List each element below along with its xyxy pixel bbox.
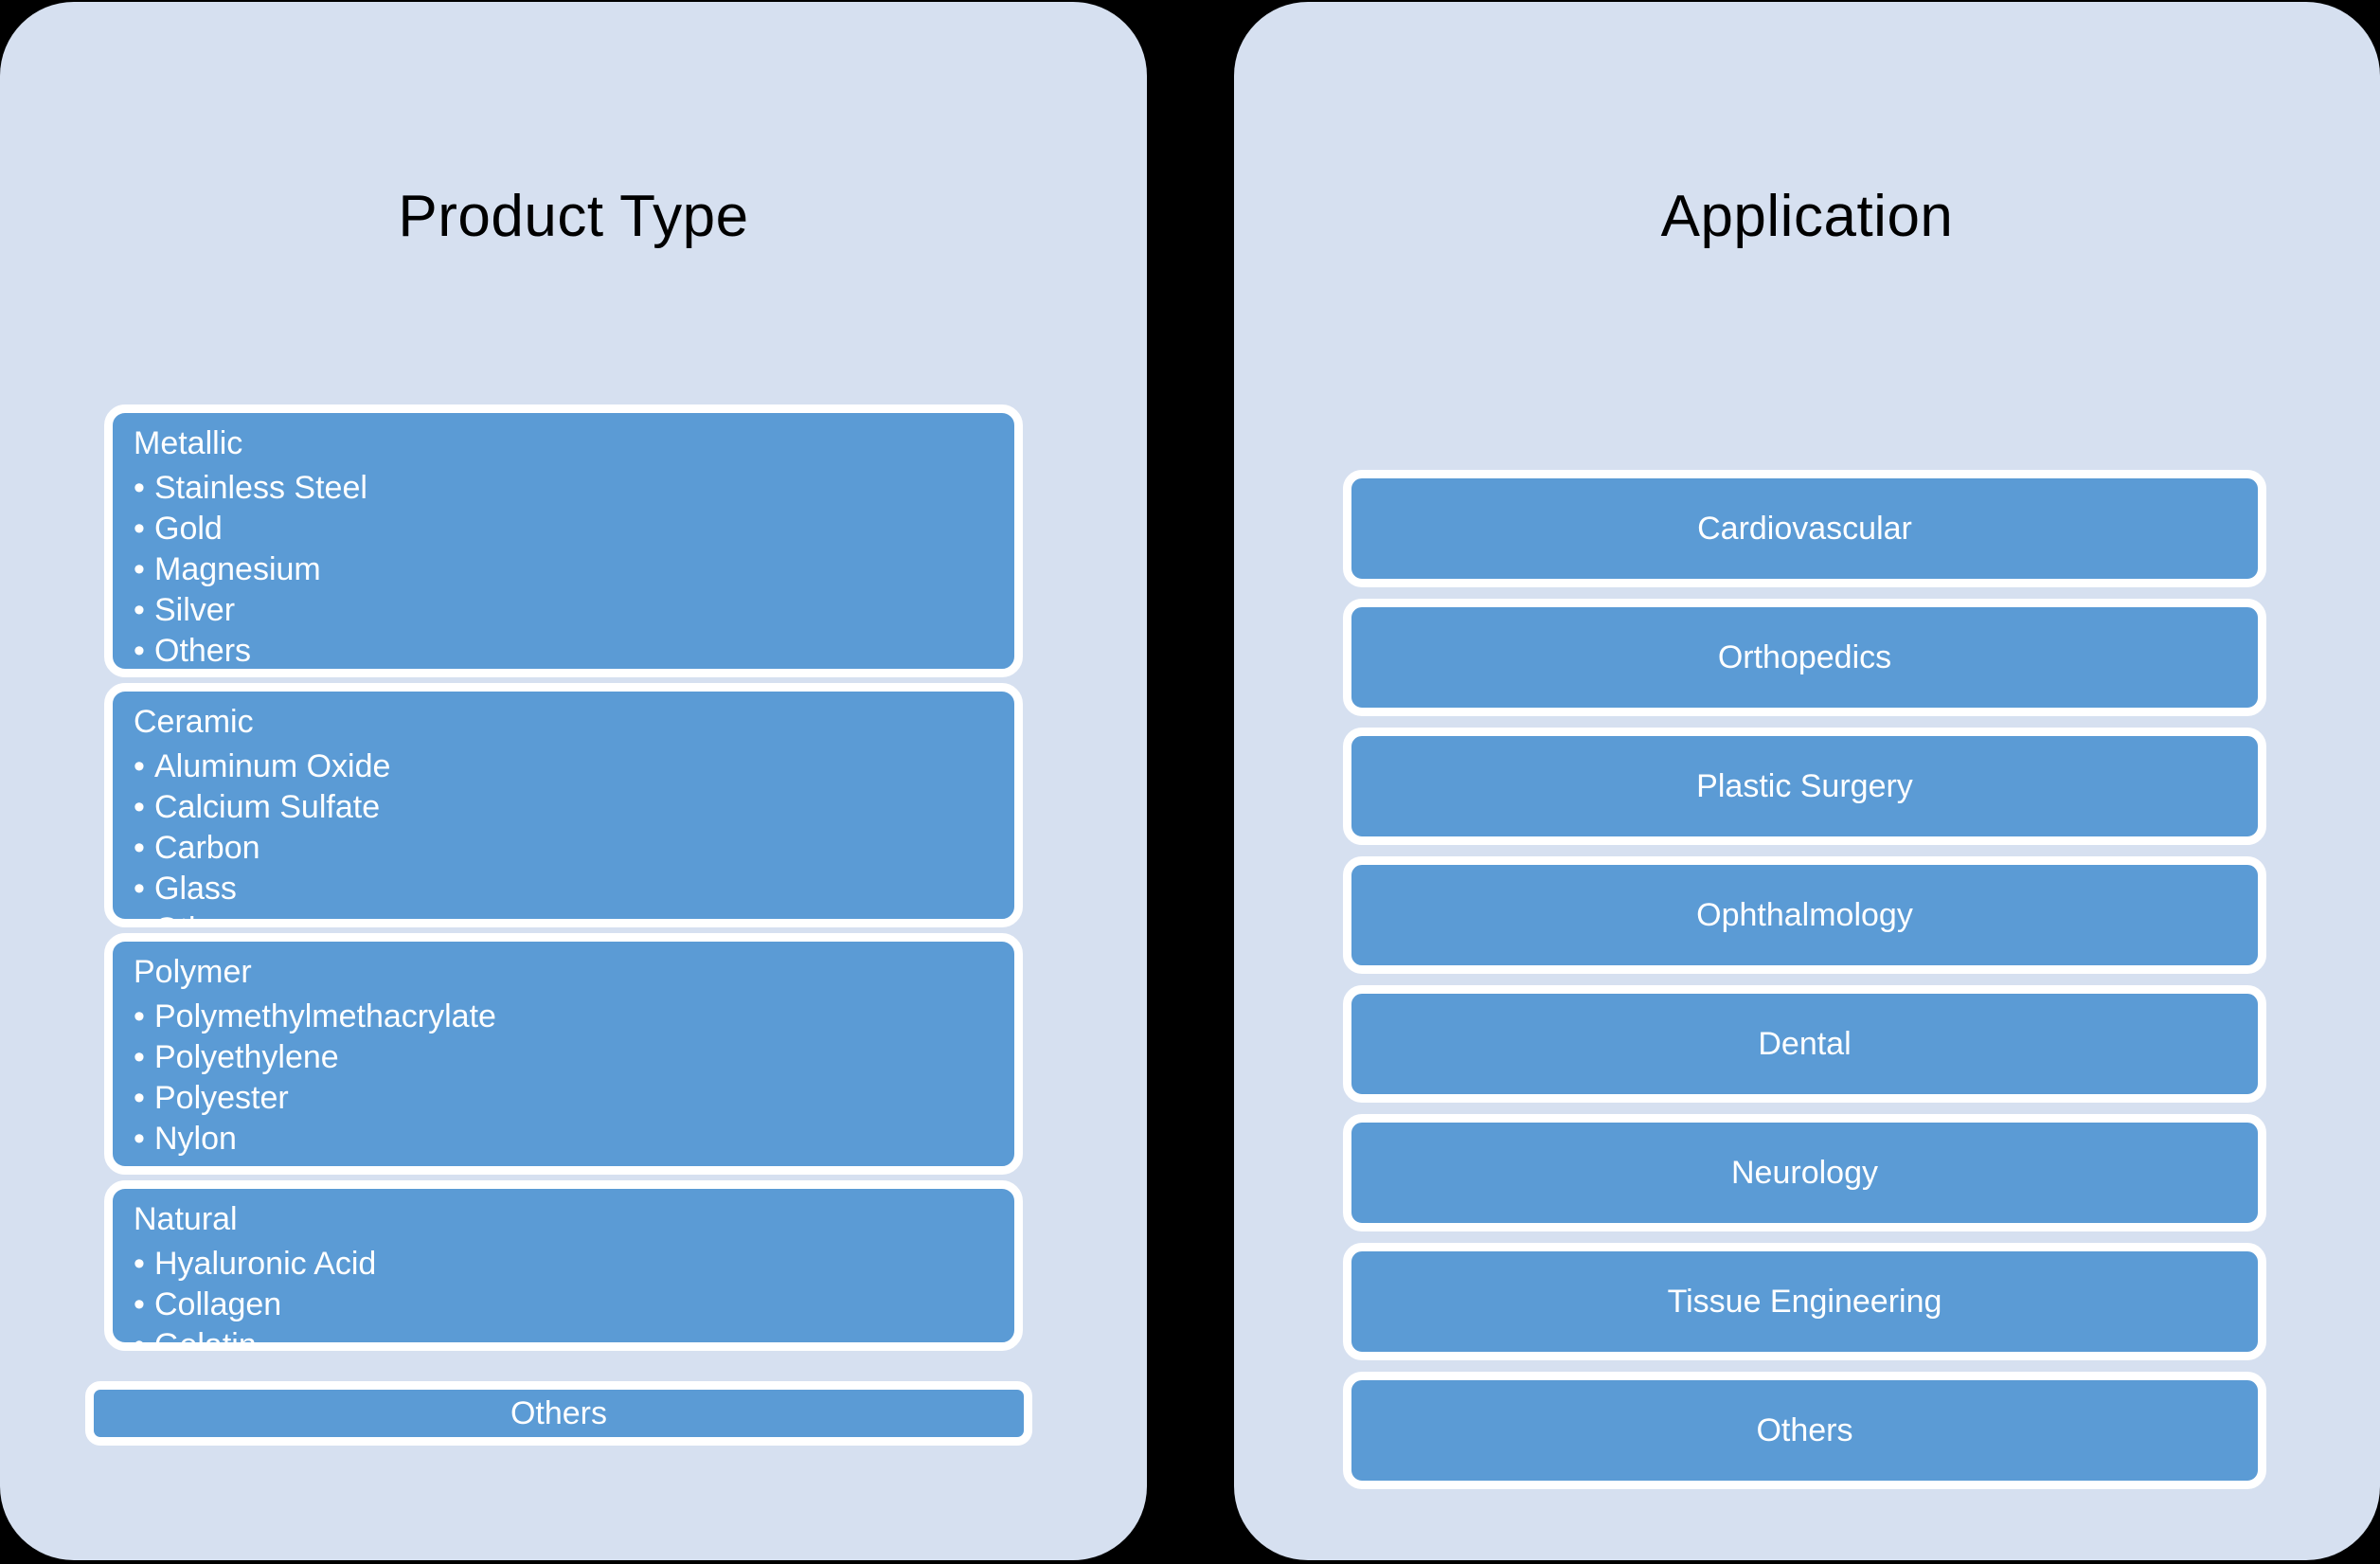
list-item-label: Carbon: [154, 830, 260, 866]
list-item-label: Aluminum Oxide: [154, 748, 391, 784]
bullet-icon: •: [134, 871, 145, 907]
application-box-plastic-surgery[interactable]: Plastic Surgery: [1343, 728, 2266, 845]
category-header-polymer: Polymer: [134, 954, 252, 990]
application-box-cardiovascular[interactable]: Cardiovascular: [1343, 470, 2266, 587]
application-label: Ophthalmology: [1696, 897, 1913, 933]
product-type-title: Product Type: [398, 184, 749, 249]
list-item-label: Others: [154, 1161, 251, 1166]
list-item: •Aluminum Oxide: [134, 746, 993, 787]
application-box-dental[interactable]: Dental: [1343, 985, 2266, 1103]
category-box-others-label: Others: [510, 1394, 608, 1431]
list-item-label: Magnesium: [154, 551, 321, 587]
bullet-icon: •: [134, 830, 145, 866]
bullet-icon: •: [134, 1246, 145, 1282]
application-box-neurology[interactable]: Neurology: [1343, 1114, 2266, 1231]
list-item: •Others: [134, 909, 993, 919]
list-item: •Hyaluronic Acid: [134, 1244, 993, 1285]
category-box-others[interactable]: Others: [85, 1381, 1032, 1446]
list-item: •Others: [134, 631, 993, 669]
application-label: Orthopedics: [1717, 639, 1892, 675]
application-label: Plastic Surgery: [1696, 768, 1913, 804]
category-box-polymer[interactable]: Polymer •Polymethylmethacrylate •Polyeth…: [104, 933, 1023, 1175]
application-label: Cardiovascular: [1697, 511, 1912, 547]
list-item-label: Calcium Sulfate: [154, 789, 381, 825]
list-item-label: Nylon: [154, 1121, 237, 1157]
bullet-icon: •: [134, 1286, 145, 1322]
list-item: •Polymethylmethacrylate: [134, 997, 993, 1037]
application-box-stack: Cardiovascular Orthopedics Plastic Surge…: [1343, 470, 2266, 1501]
bullet-icon: •: [134, 511, 145, 547]
list-item-label: Polyethylene: [154, 1039, 339, 1075]
bullet-icon: •: [134, 633, 145, 669]
category-box-natural[interactable]: Natural •Hyaluronic Acid •Collagen •Gela…: [104, 1180, 1023, 1351]
list-item: •Stainless Steel: [134, 468, 993, 509]
bullet-icon: •: [134, 1039, 145, 1075]
category-box-metallic[interactable]: Metallic •Stainless Steel •Gold •Magnesi…: [104, 404, 1023, 677]
bullet-icon: •: [134, 1160, 154, 1166]
list-item: •Silver: [134, 590, 993, 631]
list-item-label: Polymethylmethacrylate: [154, 998, 496, 1034]
application-box-tissue-engineering[interactable]: Tissue Engineering: [1343, 1243, 2266, 1360]
list-item-label: Hyaluronic Acid: [154, 1246, 377, 1282]
category-header-metallic: Metallic: [134, 425, 243, 461]
product-type-category-stack: Metallic •Stainless Steel •Gold •Magnesi…: [104, 404, 1023, 1357]
product-type-panel: Product Type Metallic •Stainless Steel •…: [0, 2, 1147, 1560]
category-header-ceramic: Ceramic: [134, 704, 254, 740]
category-box-ceramic[interactable]: Ceramic •Aluminum Oxide •Calcium Sulfate…: [104, 683, 1023, 927]
list-item-label: Glass: [154, 871, 237, 907]
bullet-icon: •: [134, 998, 145, 1034]
list-item-label: Polyester: [154, 1080, 289, 1116]
application-label: Dental: [1758, 1026, 1852, 1062]
list-item: •Magnesium: [134, 549, 993, 590]
category-header-natural: Natural: [134, 1201, 238, 1237]
list-item-label: Gold: [154, 511, 223, 547]
list-item: •Polyester: [134, 1078, 993, 1119]
bullet-icon: •: [134, 470, 145, 506]
list-item: •Polyethylene: [134, 1037, 993, 1078]
application-box-others[interactable]: Others: [1343, 1372, 2266, 1489]
list-item-label: Others: [154, 633, 252, 669]
application-box-ophthalmology[interactable]: Ophthalmology: [1343, 856, 2266, 974]
list-item: •Glass: [134, 869, 993, 909]
list-item-label: Stainless Steel: [154, 470, 367, 506]
bullet-icon: •: [134, 1080, 145, 1116]
list-item: •Others: [134, 1160, 993, 1166]
application-label: Others: [1756, 1412, 1853, 1448]
list-item: • Gelatin: [134, 1325, 993, 1351]
list-item: •Gold: [134, 509, 993, 549]
list-item: •Nylon: [134, 1119, 993, 1160]
bullet-icon: •: [134, 1121, 145, 1157]
list-item-label: Collagen: [154, 1286, 282, 1322]
bullet-icon: •: [134, 551, 145, 587]
bullet-icon: •: [134, 592, 145, 628]
list-item-label: Others: [154, 911, 251, 919]
application-label: Neurology: [1731, 1155, 1878, 1191]
application-label: Tissue Engineering: [1667, 1284, 1942, 1320]
list-item: •Calcium Sulfate: [134, 787, 993, 828]
bullet-icon: •: [134, 909, 154, 919]
list-item: •Carbon: [134, 828, 993, 869]
list-item-label: Gelatin: [154, 1327, 257, 1351]
bullet-icon: •: [134, 789, 145, 825]
list-item-label: Silver: [154, 592, 236, 628]
application-box-orthopedics[interactable]: Orthopedics: [1343, 599, 2266, 716]
application-title: Application: [1660, 184, 1954, 249]
list-item: •Collagen: [134, 1285, 993, 1325]
bullet-icon: •: [134, 1327, 145, 1351]
bullet-icon: •: [134, 748, 145, 784]
application-panel: Application Cardiovascular Orthopedics P…: [1234, 2, 2380, 1560]
